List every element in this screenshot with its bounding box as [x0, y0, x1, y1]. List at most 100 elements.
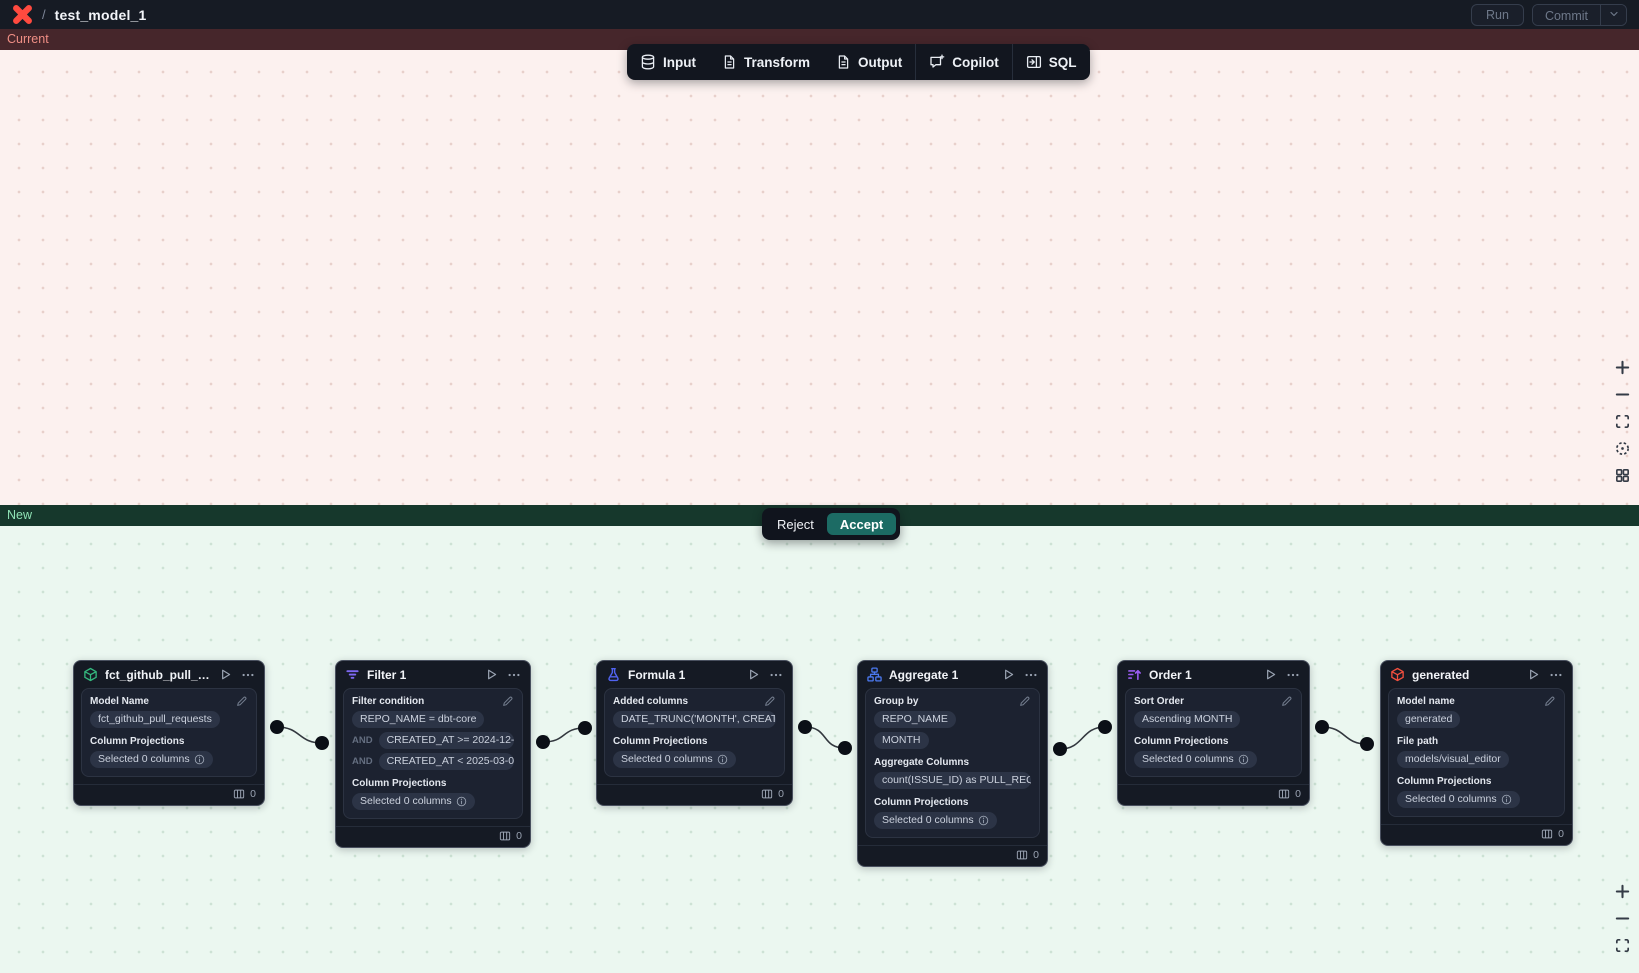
model-cube-icon — [1390, 667, 1405, 682]
node-header[interactable]: Aggregate 1 — [858, 661, 1047, 688]
value-pill[interactable]: Selected 0 columns — [1134, 751, 1257, 768]
node-header[interactable]: Order 1 — [1118, 661, 1309, 688]
value-pill[interactable]: DATE_TRUNC('MONTH', CREATED_AT… — [613, 711, 776, 728]
zoom-in-button[interactable] — [1613, 360, 1631, 378]
toolbar-item-output[interactable]: Output — [823, 44, 915, 80]
current-pane-zoom-controls — [1613, 360, 1631, 486]
edit-icon[interactable] — [1544, 695, 1556, 707]
top-header: / test_model_1 Run Commit — [0, 0, 1639, 29]
edit-icon[interactable] — [764, 695, 776, 707]
current-pane-canvas[interactable] — [0, 50, 1639, 505]
connection-port[interactable] — [838, 741, 852, 755]
value-pill[interactable]: Ascending MONTH — [1134, 711, 1241, 728]
dbt-logo-icon[interactable] — [12, 4, 33, 25]
value-pill[interactable]: Selected 0 columns — [90, 751, 213, 768]
node-actions — [219, 668, 255, 682]
toolbar-item-copilot[interactable]: Copilot — [916, 44, 1012, 80]
edit-icon[interactable] — [1281, 695, 1293, 707]
zoom-out-button[interactable] — [1613, 911, 1631, 929]
info-icon — [1238, 754, 1249, 765]
node-toolbar: Input Transform Output Copilot SQL — [627, 44, 1090, 80]
value-pill[interactable]: Selected 0 columns — [613, 751, 736, 768]
node-header[interactable]: Formula 1 — [597, 661, 792, 688]
connection-port[interactable] — [315, 736, 329, 750]
center-view-icon — [1614, 440, 1631, 460]
play-icon[interactable] — [1527, 668, 1540, 681]
layout-grid-button[interactable] — [1613, 468, 1631, 486]
run-button[interactable]: Run — [1471, 3, 1524, 26]
connection-port[interactable] — [1098, 720, 1112, 734]
node-header[interactable]: fct_github_pull_requests — [74, 661, 264, 688]
more-menu-icon[interactable] — [1286, 668, 1300, 682]
value-pill[interactable]: MONTH — [874, 732, 929, 749]
zoom-out-button[interactable] — [1613, 387, 1631, 405]
node-footer: 0 — [858, 845, 1047, 866]
node-actions — [747, 668, 783, 682]
condition-conjunction: AND — [352, 735, 373, 746]
value-pill[interactable]: fct_github_pull_requests — [90, 711, 220, 728]
play-icon[interactable] — [747, 668, 760, 681]
connection-port[interactable] — [536, 735, 550, 749]
value-pill[interactable]: Selected 0 columns — [352, 793, 475, 810]
play-icon[interactable] — [219, 668, 232, 681]
value-pill[interactable]: count(ISSUE_ID) as PULL_REQUEST_… — [874, 772, 1031, 789]
fit-view-button[interactable] — [1613, 414, 1631, 432]
reject-button[interactable]: Reject — [766, 512, 825, 536]
page-title: test_model_1 — [54, 6, 147, 23]
node-header[interactable]: Filter 1 — [336, 661, 530, 688]
value-pill[interactable]: models/visual_editor — [1397, 751, 1509, 768]
more-menu-icon[interactable] — [241, 668, 255, 682]
more-menu-icon[interactable] — [769, 668, 783, 682]
node-title: Filter 1 — [367, 667, 407, 682]
zoom-in-button[interactable] — [1613, 884, 1631, 902]
connection-port[interactable] — [798, 720, 812, 734]
accept-button[interactable]: Accept — [826, 513, 897, 535]
value-pill[interactable]: CREATED_AT >= 2024-12-01 — [378, 732, 514, 749]
commit-button[interactable]: Commit — [1532, 4, 1600, 25]
connection-port[interactable] — [1315, 720, 1329, 734]
sql-panel-icon — [1026, 54, 1042, 70]
connection-port[interactable] — [1360, 737, 1374, 751]
section-label: Column Projections — [613, 736, 708, 747]
connection-port[interactable] — [578, 721, 592, 735]
toolbar-item-sql[interactable]: SQL — [1013, 44, 1090, 80]
toolbar-item-transform[interactable]: Transform — [709, 44, 823, 80]
value-pill[interactable]: REPO_NAME — [874, 711, 956, 728]
toolbar-separator — [915, 44, 917, 80]
new-pane-canvas[interactable]: fct_github_pull_requestsModel Namefct_gi… — [0, 526, 1639, 973]
value-pill[interactable]: CREATED_AT < 2025-03-01 — [378, 753, 514, 770]
more-menu-icon[interactable] — [507, 668, 521, 682]
value-pill[interactable]: generated — [1397, 711, 1461, 728]
node-card-source[interactable]: fct_github_pull_requestsModel Namefct_gi… — [73, 660, 265, 806]
row-count: 0 — [778, 788, 784, 800]
edit-icon[interactable] — [502, 695, 514, 707]
value-pill[interactable]: Selected 0 columns — [1397, 791, 1520, 808]
more-menu-icon[interactable] — [1024, 668, 1038, 682]
node-title: Aggregate 1 — [889, 667, 959, 682]
node-header[interactable]: generated — [1381, 661, 1572, 688]
more-menu-icon[interactable] — [1549, 668, 1563, 682]
fit-view-icon — [1614, 937, 1631, 957]
toolbar-item-input[interactable]: Input — [627, 44, 709, 80]
row-count: 0 — [1033, 849, 1039, 861]
play-icon[interactable] — [1002, 668, 1015, 681]
value-pill[interactable]: Selected 0 columns — [874, 812, 997, 829]
play-icon[interactable] — [1264, 668, 1277, 681]
copilot-chat-icon — [929, 54, 945, 70]
connection-port[interactable] — [270, 720, 284, 734]
value-pill[interactable]: REPO_NAME = dbt-core — [352, 711, 485, 728]
edit-icon[interactable] — [236, 695, 248, 707]
edit-icon[interactable] — [1019, 695, 1031, 707]
play-icon[interactable] — [485, 668, 498, 681]
center-view-button[interactable] — [1613, 441, 1631, 459]
commit-dropdown-button[interactable] — [1600, 4, 1626, 25]
fit-view-button[interactable] — [1613, 938, 1631, 956]
connection-port[interactable] — [1053, 742, 1067, 756]
